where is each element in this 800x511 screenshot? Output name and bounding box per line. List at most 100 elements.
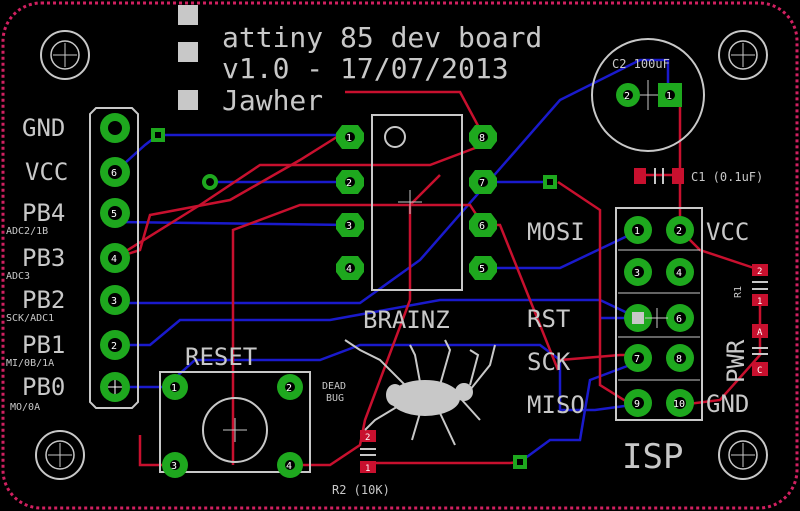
logo-text-dead: DEAD bbox=[322, 381, 346, 392]
svg-text:4: 4 bbox=[346, 264, 352, 275]
reset-button: RESET 1 2 3 4 bbox=[159, 343, 311, 478]
svg-text:1: 1 bbox=[634, 226, 640, 237]
ic-attiny85: BRAINZ 1 2 3 4 8 7 6 5 bbox=[336, 114, 497, 334]
isp-label-gnd: GND bbox=[706, 390, 749, 418]
isp-label-miso: MISO bbox=[527, 391, 585, 419]
svg-text:10: 10 bbox=[673, 399, 685, 410]
svg-text:2: 2 bbox=[365, 433, 370, 443]
svg-text:3: 3 bbox=[171, 461, 177, 472]
svg-text:8: 8 bbox=[479, 133, 485, 144]
pin-num: 2 bbox=[111, 341, 117, 352]
isp-pin-8: 8 bbox=[666, 344, 694, 372]
svg-text:6: 6 bbox=[676, 314, 682, 325]
pin-num: 6 bbox=[111, 168, 117, 179]
reset-pin-4: 4 bbox=[277, 452, 303, 478]
capacitor-c2: C2 100uF 2 1 bbox=[591, 38, 705, 152]
resistor-r2: 2 1 R2 (10K) bbox=[332, 430, 390, 497]
svg-text:7: 7 bbox=[634, 354, 640, 365]
resistor-r1: 2 1 R1 bbox=[733, 264, 768, 307]
svg-text:1: 1 bbox=[365, 464, 370, 474]
isp-pin-10: 10 bbox=[666, 389, 694, 417]
svg-text:3: 3 bbox=[346, 221, 352, 232]
ic-pin-2: 2 bbox=[336, 170, 364, 194]
reset-pin-2: 2 bbox=[277, 374, 303, 400]
svg-text:2: 2 bbox=[346, 178, 352, 189]
pin-label-pb1: PB1 bbox=[22, 331, 65, 359]
svg-text:1: 1 bbox=[171, 383, 177, 394]
pin-label-pb4: PB4 bbox=[22, 199, 65, 227]
mounting-hole-bottom-right bbox=[718, 430, 768, 480]
silk-block-2 bbox=[178, 42, 198, 62]
isp-pin-2: 2 bbox=[666, 216, 694, 244]
reset-label: RESET bbox=[185, 343, 257, 371]
mounting-hole-top-left bbox=[40, 30, 90, 80]
silk-block-1 bbox=[178, 5, 198, 25]
dead-bug-logo bbox=[344, 339, 496, 446]
isp-title: ISP bbox=[622, 437, 683, 477]
c2-pin-2: 2 bbox=[624, 91, 630, 102]
isp-pin-3: 3 bbox=[624, 258, 652, 286]
svg-text:5: 5 bbox=[479, 264, 485, 275]
left-header-pin-pb3: 4 PB3 ADC3 bbox=[6, 243, 130, 282]
svg-text:3: 3 bbox=[634, 268, 640, 279]
pin-num: 4 bbox=[111, 254, 117, 265]
ic-pin-5: 5 bbox=[469, 256, 497, 280]
title-line-2: v1.0 - 17/07/2013 bbox=[222, 52, 509, 85]
svg-text:A: A bbox=[757, 328, 763, 338]
svg-text:1: 1 bbox=[757, 297, 762, 307]
pin-label-pb0: PB0 bbox=[22, 373, 65, 401]
c1-label: C1 (0.1uF) bbox=[691, 170, 763, 184]
c2-pin-1: 1 bbox=[666, 91, 672, 102]
left-header-pin-pb0: PB0 MO/0A bbox=[10, 372, 130, 413]
isp-label-sck: SCK bbox=[527, 348, 571, 376]
title-line-3: Jawher bbox=[222, 84, 323, 117]
isp-header: 1 2 3 4 6 7 8 9 10 MOSI RST SCK MISO VCC… bbox=[527, 207, 749, 477]
ic-pin-6: 6 bbox=[469, 213, 497, 237]
svg-text:4: 4 bbox=[286, 461, 292, 472]
pin-sub-pb4: ADC2/1B bbox=[6, 226, 48, 237]
vias bbox=[151, 128, 557, 469]
svg-text:2: 2 bbox=[286, 383, 292, 394]
svg-text:1: 1 bbox=[346, 133, 352, 144]
svg-text:6: 6 bbox=[479, 221, 485, 232]
left-header-pin-vcc: 6 VCC bbox=[25, 157, 130, 187]
ic-pin-3: 3 bbox=[336, 213, 364, 237]
bottom-traces bbox=[114, 58, 670, 464]
isp-label-vcc: VCC bbox=[706, 218, 749, 246]
reset-pin-1: 1 bbox=[162, 374, 188, 400]
svg-text:4: 4 bbox=[676, 268, 682, 279]
r1-label: R1 bbox=[733, 286, 744, 298]
left-header-pin-pb4: 5 PB4 ADC2/1B bbox=[6, 198, 130, 237]
r2-label: R2 (10K) bbox=[332, 483, 390, 497]
svg-text:9: 9 bbox=[634, 399, 640, 410]
c2-label: C2 100uF bbox=[612, 57, 670, 71]
pin-label-gnd: GND bbox=[22, 114, 65, 142]
pin-num: 3 bbox=[111, 296, 117, 307]
led-label: PWR bbox=[722, 339, 750, 383]
left-header-pin-pb2: 3 PB2 SCK/ADC1 bbox=[6, 285, 130, 324]
isp-label-rst: RST bbox=[527, 305, 570, 333]
svg-text:C: C bbox=[757, 366, 762, 376]
svg-text:8: 8 bbox=[676, 354, 682, 365]
isp-pin-4: 4 bbox=[666, 258, 694, 286]
ic-pin-4: 4 bbox=[336, 256, 364, 280]
left-header: GND 6 VCC 5 PB4 ADC2/1B 4 PB3 ADC3 3 PB2… bbox=[6, 107, 139, 413]
reset-pin-3: 3 bbox=[162, 452, 188, 478]
silk-block-3 bbox=[178, 90, 198, 110]
svg-text:2: 2 bbox=[757, 267, 762, 277]
isp-pin-6: 6 bbox=[645, 304, 694, 332]
isp-pin-9: 9 bbox=[624, 389, 652, 417]
pin-num: 5 bbox=[111, 209, 117, 220]
isp-pin-5 bbox=[624, 304, 652, 332]
svg-text:2: 2 bbox=[676, 226, 682, 237]
led-pwr: A C PWR bbox=[722, 324, 768, 383]
left-header-pin-gnd: GND bbox=[22, 113, 130, 143]
isp-pin-7: 7 bbox=[624, 344, 652, 372]
pin-sub-pb2: SCK/ADC1 bbox=[6, 313, 54, 324]
svg-text:7: 7 bbox=[479, 178, 485, 189]
mounting-hole-bottom-left bbox=[35, 430, 85, 480]
pin-label-pb2: PB2 bbox=[22, 286, 65, 314]
pin-sub-pb0: MO/0A bbox=[10, 402, 40, 413]
